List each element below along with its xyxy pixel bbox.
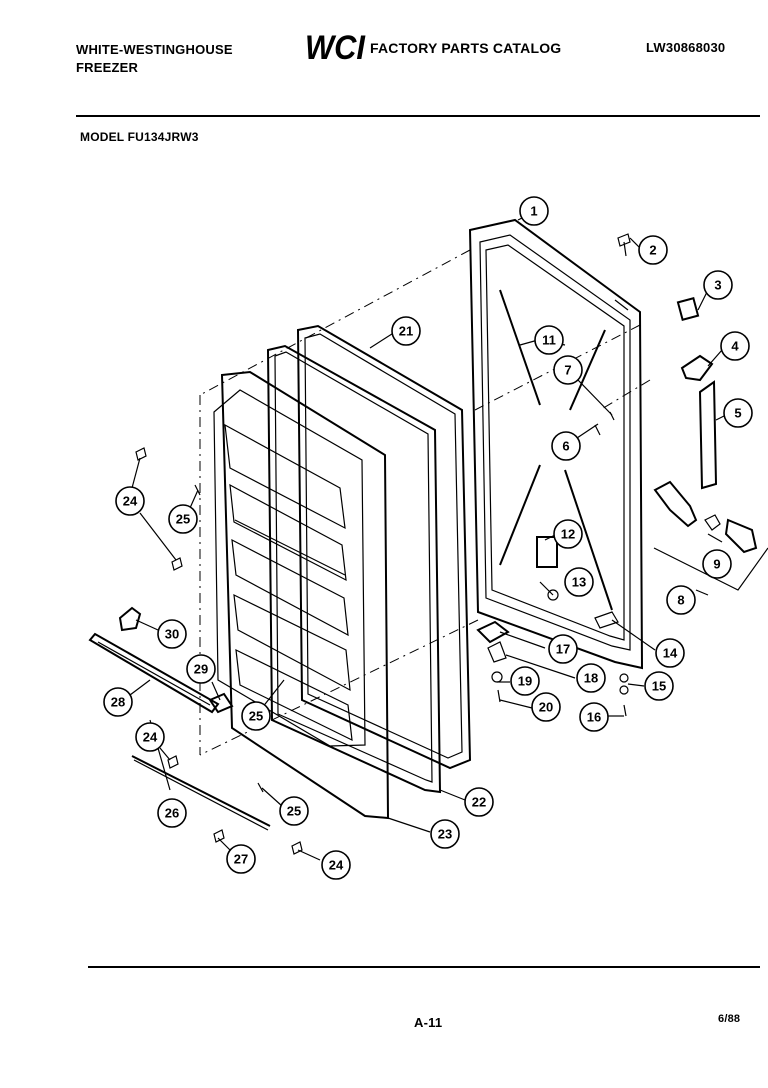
svg-text:21: 21 xyxy=(399,324,413,339)
svg-text:23: 23 xyxy=(438,827,452,842)
retainer-rod xyxy=(131,755,271,827)
svg-text:15: 15 xyxy=(652,679,666,694)
callout-6: 6 xyxy=(551,431,581,461)
svg-text:14: 14 xyxy=(663,646,678,661)
callout-4: 4 xyxy=(720,331,750,361)
callout-9: 9 xyxy=(702,549,732,579)
callout-23: 23 xyxy=(430,819,460,849)
svg-text:24: 24 xyxy=(143,730,158,745)
callout-20: 20 xyxy=(531,692,561,722)
door-rail xyxy=(88,632,220,714)
screw-2 xyxy=(617,233,631,257)
callout-13: 13 xyxy=(564,567,594,597)
outer-door-panel xyxy=(468,218,644,670)
svg-text:12: 12 xyxy=(561,527,575,542)
svg-text:30: 30 xyxy=(165,627,179,642)
insulation-panel xyxy=(296,324,472,770)
svg-text:7: 7 xyxy=(564,363,571,378)
svg-text:6: 6 xyxy=(562,439,569,454)
callout-28: 28 xyxy=(103,687,133,717)
svg-text:24: 24 xyxy=(123,494,138,509)
hinge-assembly xyxy=(476,620,510,703)
svg-text:3: 3 xyxy=(714,278,721,293)
catalog-number: LW30868030 xyxy=(646,40,726,55)
handle-clip xyxy=(676,297,700,321)
catalog-title: FACTORY PARTS CATALOG xyxy=(370,40,562,56)
retainer-rod-edge xyxy=(133,759,269,831)
callout-21: 21 xyxy=(391,316,421,346)
rail-end-cap xyxy=(208,692,234,714)
product-name: FREEZER xyxy=(76,60,139,75)
lower-hinge-hardware xyxy=(594,611,629,717)
screws xyxy=(135,411,615,855)
svg-text:1: 1 xyxy=(530,204,537,219)
svg-text:5: 5 xyxy=(734,406,741,421)
callout-25-lower: 25 xyxy=(279,796,309,826)
svg-text:20: 20 xyxy=(539,700,553,715)
callout-19: 19 xyxy=(510,666,540,696)
svg-text:26: 26 xyxy=(165,806,179,821)
svg-text:25: 25 xyxy=(287,804,301,819)
callout-17: 17 xyxy=(548,634,578,664)
footer-rule xyxy=(88,966,760,968)
svg-text:24: 24 xyxy=(329,858,344,873)
callout-2: 2 xyxy=(638,235,668,265)
callout-1: 1 xyxy=(519,196,549,226)
door-handle-bar xyxy=(698,380,718,490)
catalog-date: 6/88 xyxy=(718,1013,741,1025)
svg-text:25: 25 xyxy=(249,709,263,724)
callout-15: 15 xyxy=(644,671,674,701)
callout-22: 22 xyxy=(464,787,494,817)
svg-text:28: 28 xyxy=(111,695,125,710)
svg-text:WCI: WCI xyxy=(305,29,366,64)
svg-text:18: 18 xyxy=(584,671,598,686)
callout-18: 18 xyxy=(576,663,606,693)
door-gasket xyxy=(266,344,442,794)
callout-7: 7 xyxy=(553,355,583,385)
callout-24-upper: 24 xyxy=(115,486,145,516)
callout-12: 12 xyxy=(553,519,583,549)
callout-25-upper: 25 xyxy=(168,504,198,534)
rail-bracket xyxy=(118,606,142,632)
header-rule xyxy=(76,115,760,117)
svg-text:27: 27 xyxy=(234,852,248,867)
svg-text:17: 17 xyxy=(556,642,570,657)
svg-text:13: 13 xyxy=(572,575,586,590)
callout-14: 14 xyxy=(655,638,685,668)
model-label: MODEL FU134JRW3 xyxy=(80,130,199,144)
svg-text:2: 2 xyxy=(649,243,656,258)
svg-text:4: 4 xyxy=(731,339,739,354)
svg-text:11: 11 xyxy=(542,333,556,348)
svg-text:9: 9 xyxy=(713,557,720,572)
svg-text:22: 22 xyxy=(472,795,486,810)
lock-assembly xyxy=(653,480,768,591)
callout-16: 16 xyxy=(579,702,609,732)
svg-text:16: 16 xyxy=(587,710,601,725)
callout-30: 30 xyxy=(157,619,187,649)
callout-24-lower: 24 xyxy=(321,850,351,880)
callout-3: 3 xyxy=(703,270,733,300)
svg-text:29: 29 xyxy=(194,662,208,677)
callout-5: 5 xyxy=(723,398,753,428)
callout-26: 26 xyxy=(157,798,187,828)
callout-8: 8 xyxy=(666,585,696,615)
svg-text:8: 8 xyxy=(677,593,684,608)
wci-logo: WCI xyxy=(305,29,366,64)
handle-bracket xyxy=(680,354,714,382)
svg-text:19: 19 xyxy=(518,674,532,689)
callout-27: 27 xyxy=(226,844,256,874)
callout-11: 11 xyxy=(534,325,564,355)
page-number: A-11 xyxy=(414,1015,443,1030)
callout-24-middle: 24 xyxy=(135,722,165,752)
brand-name: WHITE-WESTINGHOUSE xyxy=(76,42,233,57)
callout-29: 29 xyxy=(186,654,216,684)
svg-text:25: 25 xyxy=(176,512,190,527)
callout-25-middle: 25 xyxy=(241,701,271,731)
